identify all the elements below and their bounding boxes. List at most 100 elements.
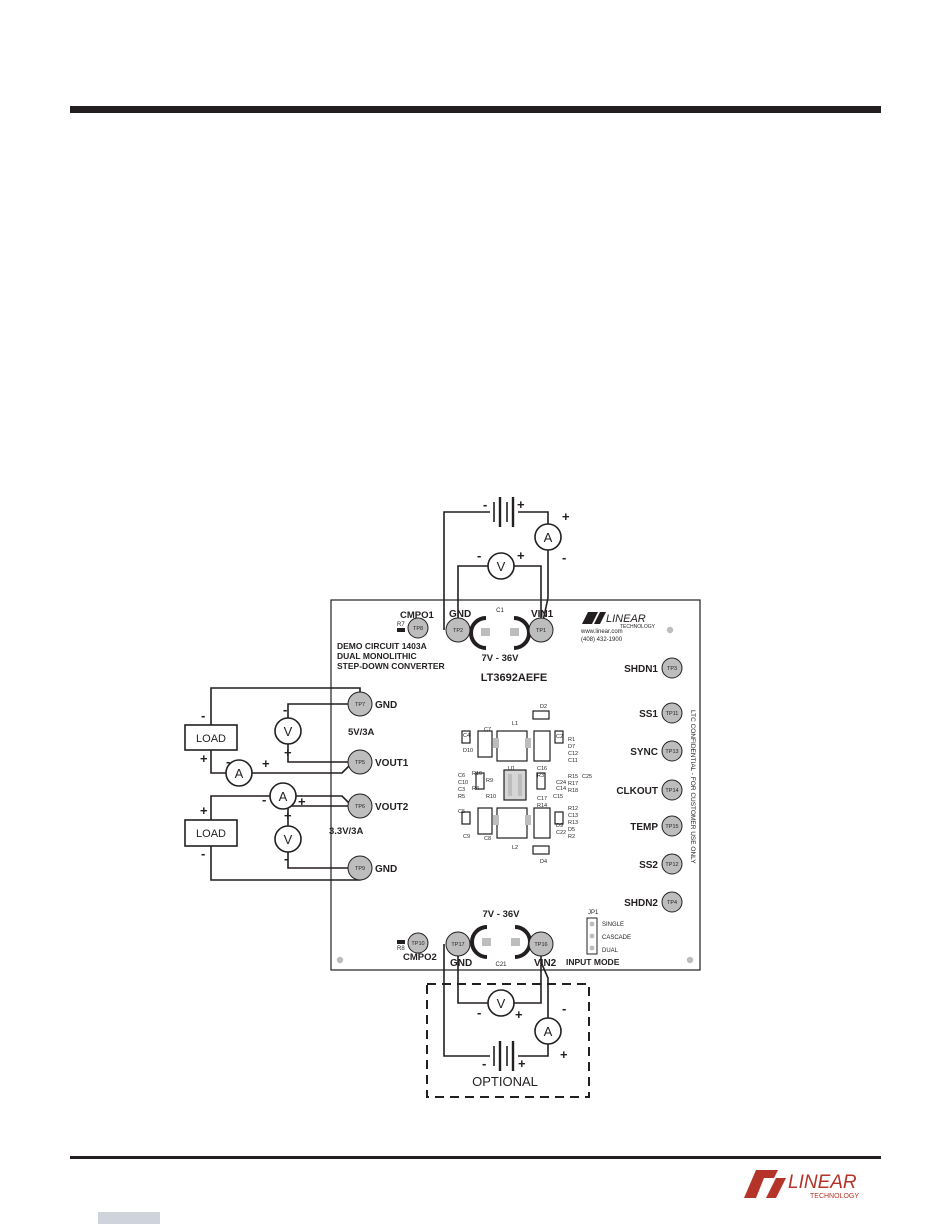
refdes-c16: C16 bbox=[537, 766, 547, 772]
refdes-d4: D4 bbox=[540, 859, 547, 865]
company-url: www.linear.com bbox=[580, 629, 623, 635]
refdes-c2: C2 bbox=[556, 734, 563, 740]
voltmeter-label: V bbox=[497, 559, 506, 574]
jumper-pin bbox=[589, 945, 595, 951]
testpoint-tp8: TP8 bbox=[407, 617, 429, 639]
jumper-pin bbox=[589, 933, 595, 939]
refdes-r2: R2 bbox=[568, 834, 575, 840]
testpoint-icon bbox=[347, 691, 373, 717]
input-mode-title: INPUT MODE bbox=[566, 957, 620, 967]
battery-plus: + bbox=[517, 497, 525, 512]
testpoint-id: TP4 bbox=[667, 900, 677, 906]
testpoint-label: GND bbox=[449, 609, 471, 620]
company-phone: (408) 432-1900 bbox=[581, 637, 623, 643]
testpoint-id: TP16 bbox=[534, 942, 547, 948]
testpoint-tp2: TP2 GND bbox=[445, 609, 471, 643]
testpoint-tp6: TP6 VOUT2 bbox=[347, 793, 409, 819]
testpoint-icon bbox=[661, 779, 683, 801]
voltmeter-icon bbox=[487, 989, 515, 1017]
cmpo1-resistor: R7 bbox=[397, 622, 405, 628]
ammeter-label: A bbox=[544, 1024, 553, 1039]
small-part bbox=[475, 772, 485, 790]
refdes-r13: R13 bbox=[568, 820, 578, 826]
small-part bbox=[536, 772, 546, 790]
testpoint-icon bbox=[445, 931, 471, 957]
refdes-r15: R15 bbox=[568, 774, 578, 780]
mount-hole bbox=[686, 956, 694, 964]
jumper-pin bbox=[589, 921, 595, 927]
ammeter-icon bbox=[225, 759, 253, 787]
ammeter-label: A bbox=[279, 789, 288, 804]
board-logo-text: LINEAR bbox=[606, 613, 646, 625]
testpoint-icon bbox=[661, 657, 683, 679]
am3-plus: + bbox=[560, 1047, 568, 1062]
ammeter-label: A bbox=[544, 530, 553, 545]
testpoint-id: TP6 bbox=[355, 804, 365, 810]
ic-u1 bbox=[503, 769, 527, 801]
testpoint-label: TEMP bbox=[630, 822, 658, 833]
vm1-minus: - bbox=[283, 702, 287, 717]
testpoint-id: TP17 bbox=[451, 942, 464, 948]
footer-rule bbox=[70, 1156, 881, 1159]
testpoint-label: SS2 bbox=[639, 860, 658, 871]
testpoint-icon bbox=[661, 815, 683, 837]
testpoint-tp10: TP10 bbox=[407, 932, 429, 954]
load2-minus: - bbox=[201, 846, 205, 861]
testpoint-id: TP7 bbox=[355, 702, 365, 708]
refdes-d5: D5 bbox=[568, 827, 575, 833]
testpoint-icon bbox=[661, 740, 683, 762]
ammeter-icon bbox=[534, 523, 562, 551]
refdes-c5: C5 bbox=[458, 809, 465, 815]
testpoint-id: TP1 bbox=[536, 628, 546, 634]
board-title-line: DUAL MONOLITHIC bbox=[337, 651, 417, 661]
testpoint-label: VOUT2 bbox=[375, 802, 409, 813]
capacitor-pad bbox=[533, 807, 551, 839]
page-number-box bbox=[98, 1212, 160, 1224]
refdes-c13: C13 bbox=[568, 813, 578, 819]
board-logo-subtext: TECHNOLOGY bbox=[620, 624, 656, 630]
cmpo1-label: CMPO1 bbox=[400, 610, 435, 621]
testpoint-tp7: TP7 GND bbox=[347, 691, 397, 717]
refdes-r3: R3 bbox=[537, 773, 544, 779]
testpoint-icon bbox=[528, 931, 554, 957]
am2-minus: - bbox=[262, 792, 266, 807]
testpoint-label: SHDN2 bbox=[624, 898, 658, 909]
voltmeter-label: V bbox=[284, 724, 293, 739]
refdes-c9: C9 bbox=[463, 834, 470, 840]
am1-plus: + bbox=[262, 756, 270, 771]
input-mode-option: CASCADE bbox=[602, 935, 631, 941]
refdes-c17: C17 bbox=[537, 796, 547, 802]
cmpo2-resistor-pad bbox=[397, 940, 405, 944]
refdes-c8: C8 bbox=[484, 836, 491, 842]
capacitor-pad bbox=[477, 730, 493, 758]
refdes-c10: C10 bbox=[458, 780, 468, 786]
input-wiring-top: - + A + - V - + bbox=[443, 497, 570, 631]
testpoint-id: TP5 bbox=[355, 760, 365, 766]
logo-text: LINEAR bbox=[788, 1172, 857, 1193]
refdes-c24: C24 bbox=[556, 780, 566, 786]
refdes-d2: D2 bbox=[540, 704, 547, 710]
testpoint-id: TP14 bbox=[665, 788, 678, 794]
refdes-r9: R9 bbox=[486, 778, 493, 784]
load1-plus: + bbox=[200, 751, 208, 766]
mount-hole bbox=[666, 626, 674, 634]
input-mode-jumper: JP1 bbox=[588, 910, 599, 916]
testpoint-label: GND bbox=[375, 700, 397, 711]
testpoint-id: TP2 bbox=[453, 628, 463, 634]
testpoint-id: TP12 bbox=[665, 862, 678, 868]
ammeter-plus: + bbox=[562, 509, 570, 524]
ammeter-icon bbox=[269, 782, 297, 810]
refdes-r17: R17 bbox=[568, 781, 578, 787]
testpoint-icon bbox=[347, 855, 373, 881]
refdes-d7: D7 bbox=[568, 744, 575, 750]
refdes-r4: R4 bbox=[472, 786, 479, 792]
optional-label: OPTIONAL bbox=[472, 1074, 538, 1089]
small-part bbox=[554, 811, 564, 825]
testpoint-id: TP10 bbox=[411, 941, 424, 947]
